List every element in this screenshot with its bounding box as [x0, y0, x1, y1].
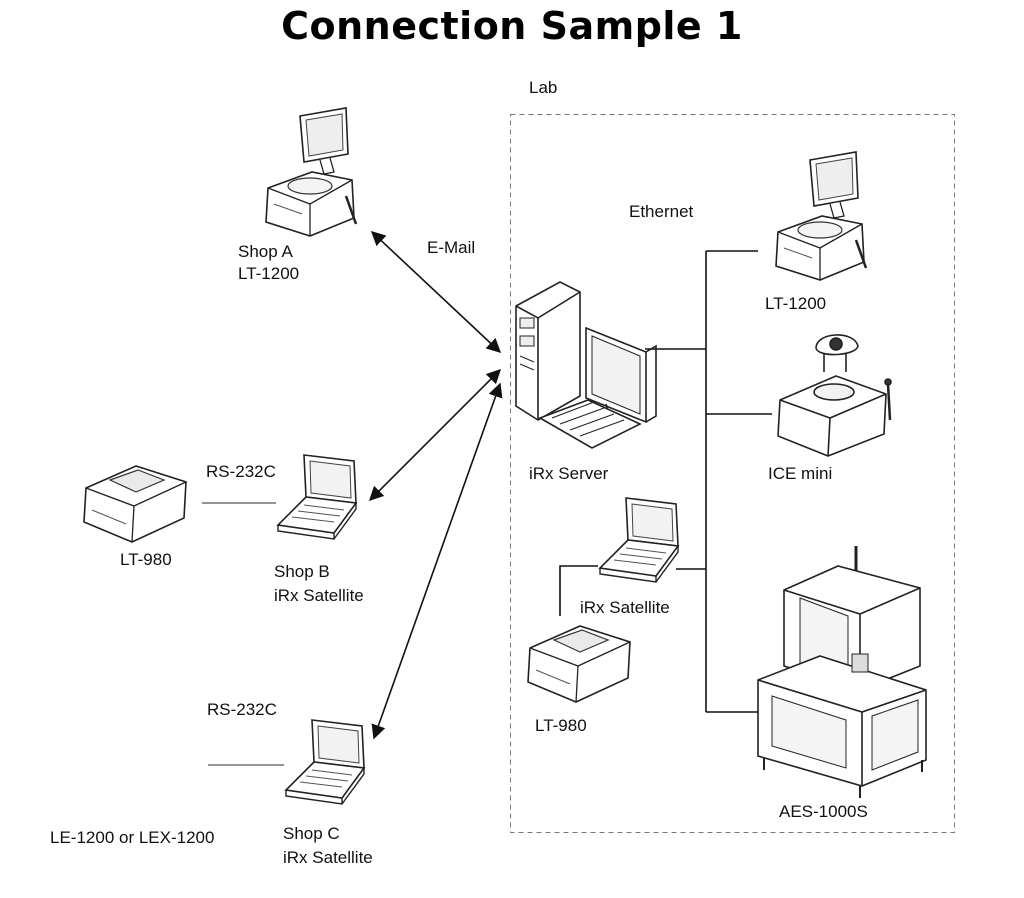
shop-b-serial-label: RS-232C — [206, 462, 276, 481]
shop-b-lt980-device — [83, 465, 187, 543]
aes-1000s-label: AES-1000S — [779, 802, 868, 821]
lab-satellite-label: iRx Satellite — [580, 598, 670, 617]
ethernet-bus — [645, 250, 772, 713]
irx-server-device — [515, 281, 657, 449]
shop-c-satellite-label: iRx Satellite — [283, 848, 373, 867]
shop-b-name: Shop B — [274, 562, 330, 581]
shop-a-lt1200-device — [264, 106, 358, 238]
shop-c-laptop — [285, 719, 365, 805]
lab-lt980-label: LT-980 — [535, 716, 587, 735]
lab-label: Lab — [529, 78, 558, 97]
email-arrow-shop-a — [370, 231, 502, 353]
lab-satellite-link — [559, 565, 598, 616]
ice-mini-label: ICE mini — [768, 464, 833, 483]
shop-b-satellite-label: iRx Satellite — [274, 586, 364, 605]
shop-c-serial-label: RS-232C — [207, 700, 277, 719]
irx-server-label: iRx Server — [529, 464, 609, 483]
lab-boundary — [510, 114, 955, 833]
shop-a-name: Shop A — [238, 242, 293, 261]
email-label: E-Mail — [427, 238, 476, 257]
email-arrow-shop-c — [371, 382, 503, 740]
email-arrow-shop-b — [368, 368, 502, 502]
diagram-title: Connection Sample 1 — [281, 4, 743, 48]
ice-mini-device — [777, 334, 892, 457]
aes-1000s-device — [757, 546, 927, 798]
shop-c-device-label: LE-1200 or LEX-1200 — [50, 828, 215, 847]
lab-satellite-laptop — [599, 497, 679, 583]
lab-lt1200-device — [774, 150, 868, 282]
shop-b-lt980-label: LT-980 — [120, 550, 172, 569]
shop-c-name: Shop C — [283, 824, 340, 843]
lab-lt1200-label: LT-1200 — [765, 294, 827, 313]
shop-b-laptop — [277, 454, 357, 540]
ethernet-label: Ethernet — [629, 202, 694, 221]
lab-lt980-device — [527, 625, 631, 703]
shop-a-device-label: LT-1200 — [238, 264, 300, 283]
